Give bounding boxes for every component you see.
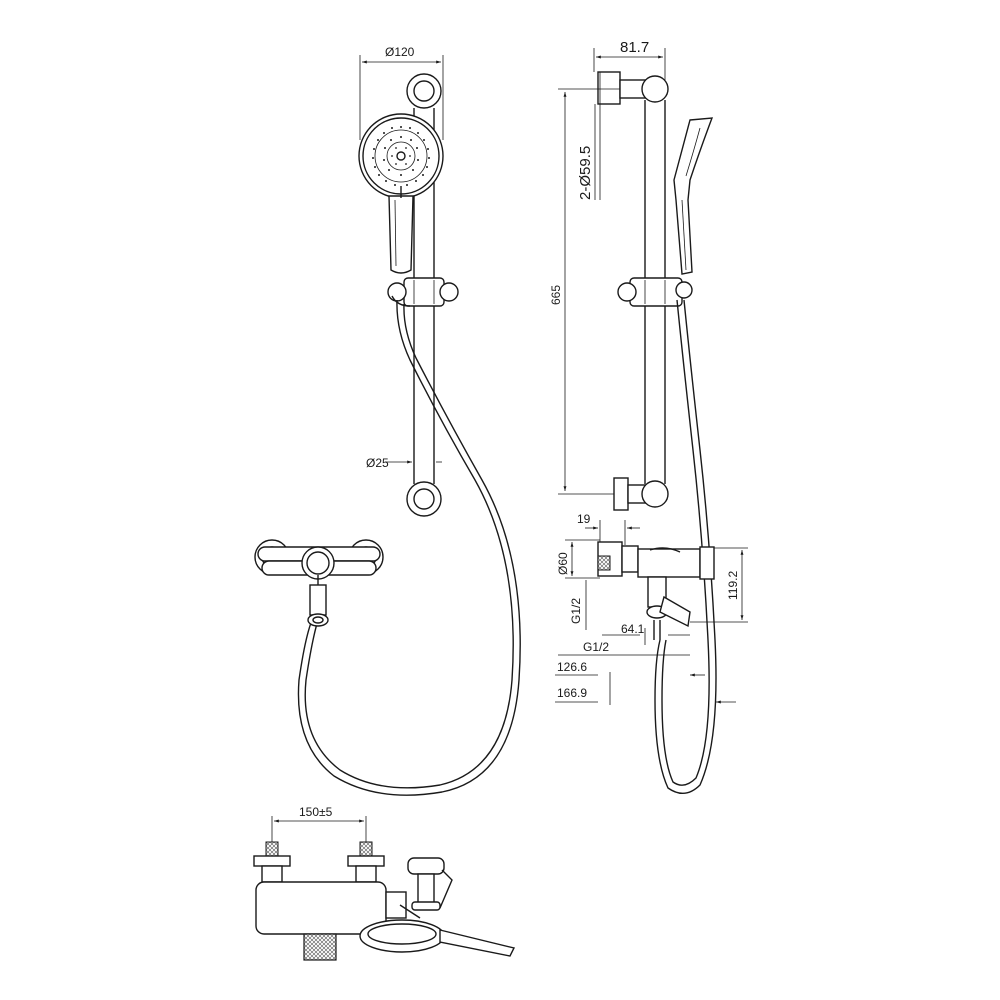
shower-head-front: [358, 113, 444, 274]
hose-side: [654, 299, 717, 794]
dim-head-diameter-label: Ø120: [385, 45, 415, 59]
dim-119-label: 119.2: [726, 571, 740, 600]
dim-150: 150±5: [271, 805, 367, 842]
dim-rail-length-label: 665: [549, 285, 563, 305]
dim-166: 166.9: [555, 686, 736, 704]
dim-g12-vertical: G1/2: [569, 580, 587, 630]
dim-rail-length: 665: [549, 88, 620, 495]
slider-holder-front: [387, 277, 459, 307]
dim-rail-diameter-label: Ø25: [366, 456, 389, 470]
hose-front: [297, 299, 521, 796]
mixer-body-top: [255, 881, 387, 935]
mixer-side: [597, 541, 715, 640]
dim-64-label: 64.1: [621, 622, 645, 636]
dim-offset: 81.7: [593, 39, 666, 85]
bottom-bracket: [406, 481, 442, 517]
top-bracket: [406, 73, 442, 109]
dim-rail-diameter: Ø25: [366, 456, 442, 470]
dim-19: 19: [577, 512, 640, 545]
dim-119: 119.2: [690, 547, 748, 623]
dim-offset-label: 81.7: [620, 39, 649, 56]
slider-holder-side: [617, 277, 693, 307]
dim-head-diameter: Ø120: [359, 45, 444, 140]
wall-bracket-bottom: [613, 477, 669, 511]
dim-60-label: Ø60: [556, 552, 570, 575]
top-view: 150±5: [253, 805, 516, 961]
dim-g12-horizontal: G1/2: [558, 640, 690, 656]
mixer-front: [254, 539, 384, 627]
dim-g12-horizontal-label: G1/2: [583, 640, 609, 654]
dim-bracket: 2-Ø59.5: [577, 72, 601, 200]
dim-150-label: 150±5: [299, 805, 333, 819]
dim-bracket-label: 2-Ø59.5: [577, 146, 594, 200]
dim-64: 64.1: [602, 622, 690, 645]
dim-126: 126.6: [555, 660, 705, 705]
dim-19-label: 19: [577, 512, 591, 526]
shower-head-side: [673, 117, 714, 275]
front-view: Ø120 Ø25: [254, 45, 521, 796]
side-view: 81.7 2-Ø59.5 665: [549, 39, 748, 794]
dim-60: Ø60: [556, 539, 600, 579]
dim-126-label: 126.6: [557, 660, 587, 674]
dim-166-label: 166.9: [557, 686, 587, 700]
wall-bracket-top: [597, 71, 669, 105]
dim-g12-vertical-label: G1/2: [569, 598, 583, 624]
